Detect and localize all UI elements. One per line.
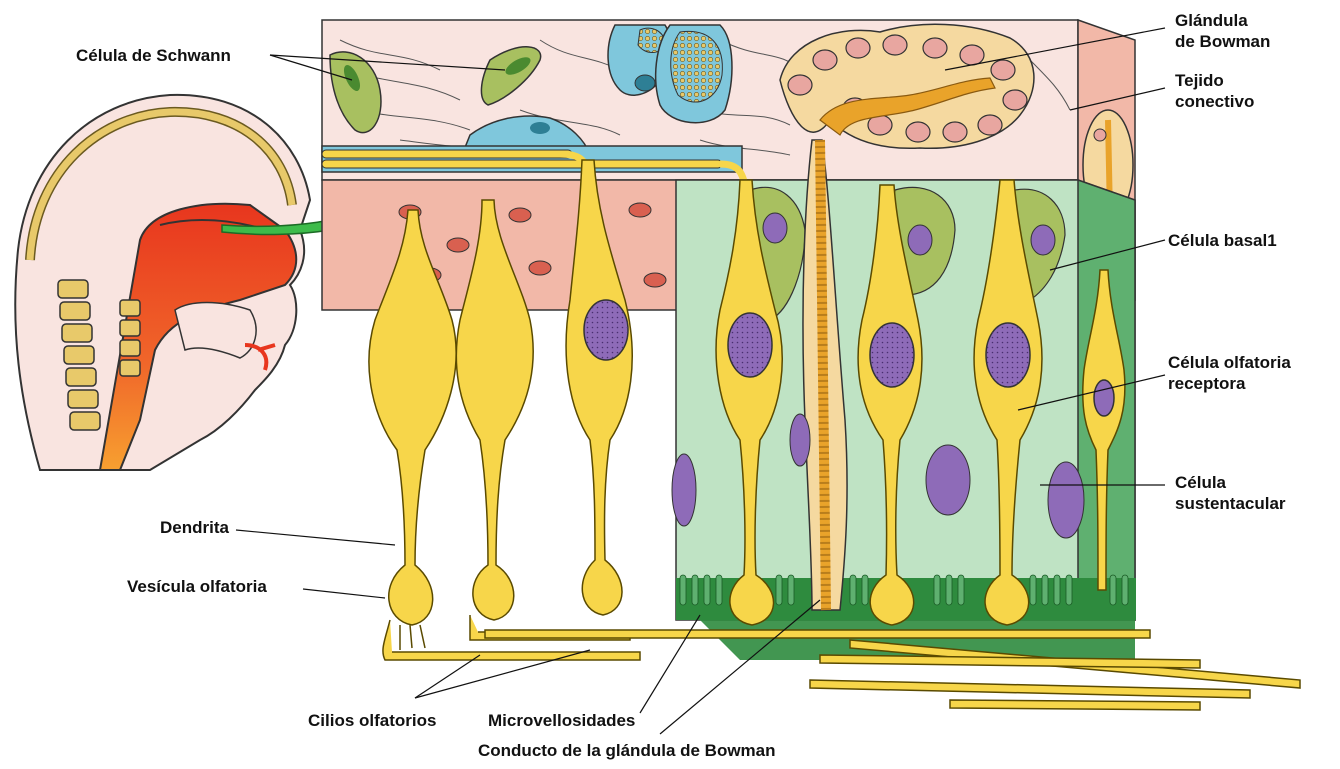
label-olfactory-vesicle: Vesícula olfatoria [127,576,267,597]
label-bowman-gland-line1: Glándula [1175,10,1270,31]
head-illustration [15,95,310,470]
label-bowman-gland: Glándula de Bowman [1175,10,1270,52]
label-sustentacular-cell: Célula sustentacular [1175,472,1286,514]
bowman-gland [780,24,1034,148]
label-schwann-cell: Célula de Schwann [76,45,231,66]
label-bowman-duct: Conducto de la glándula de Bowman [478,740,776,761]
label-connective-tissue: Tejido conectivo [1175,70,1254,112]
label-receptor-line1: Célula olfatoria [1168,352,1291,373]
label-sustentacular-line1: Célula [1175,472,1286,493]
label-receptor-line2: receptora [1168,373,1291,394]
label-connective-line1: Tejido [1175,70,1254,91]
label-sustentacular-line2: sustentacular [1175,493,1286,514]
label-basal-cell: Célula basal1 [1168,230,1277,251]
label-microvilli: Microvellosidades [488,710,635,731]
label-olfactory-cilia: Cilios olfatorios [308,710,436,731]
label-receptor-cell: Célula olfatoria receptora [1168,352,1291,394]
label-connective-line2: conectivo [1175,91,1254,112]
label-bowman-gland-line2: de Bowman [1175,31,1270,52]
label-dendrite: Dendrita [160,517,229,538]
